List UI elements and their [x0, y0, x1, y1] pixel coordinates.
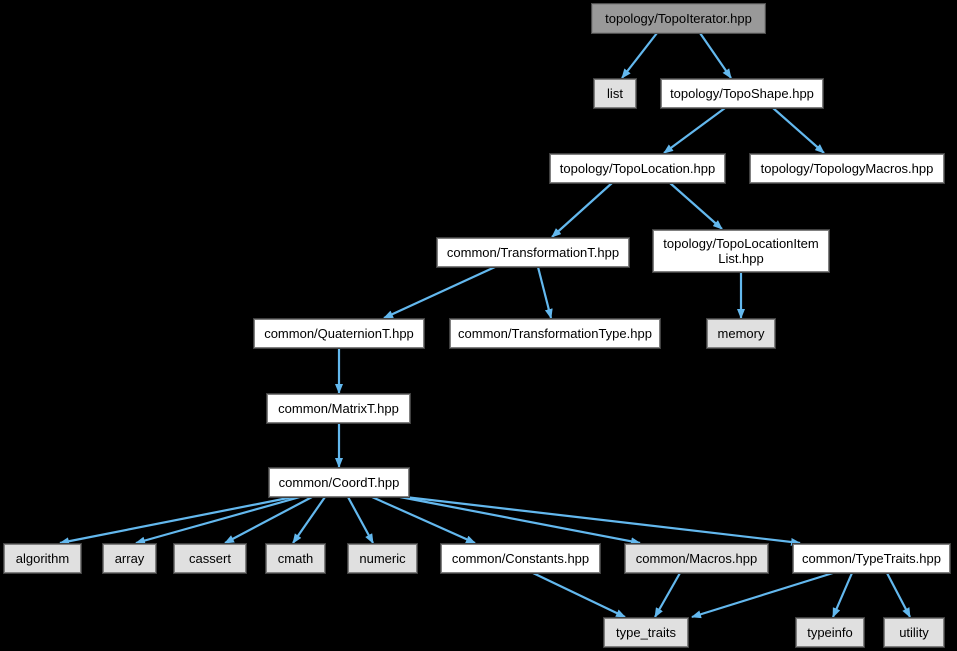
graph-node-label: common/TypeTraits.hpp [802, 551, 941, 566]
graph-node-macros[interactable]: common/Macros.hpp [624, 543, 769, 574]
graph-node-quaterniont[interactable]: common/QuaternionT.hpp [253, 318, 425, 349]
graph-node-topolocationitemlist[interactable]: topology/TopoLocationItem List.hpp [652, 229, 830, 273]
edge-coordt-to-algorithm [59, 495, 294, 546]
graph-node-label: common/CoordT.hpp [278, 475, 400, 490]
edge-typetraits-to-type_traits [691, 571, 834, 619]
edge-transformationt-to-transformationtype [536, 266, 553, 319]
graph-node-coordt[interactable]: common/CoordT.hpp [268, 467, 410, 498]
graph-node-label: common/TransformationT.hpp [446, 245, 620, 260]
graph-node-constants[interactable]: common/Constants.hpp [440, 543, 601, 574]
graph-node-label: numeric [359, 551, 406, 566]
graph-node-label: algorithm [15, 551, 70, 566]
graph-node-label: utility [899, 625, 929, 640]
graph-node-label: typeinfo [807, 625, 853, 640]
edge-topoiterator-to-toposhape [699, 32, 732, 79]
graph-node-memory[interactable]: memory [706, 318, 776, 349]
edge-coordt-to-numeric [347, 496, 374, 544]
graph-node-label: common/Macros.hpp [635, 551, 758, 566]
graph-node-label: topology/TopoLocation.hpp [559, 161, 716, 176]
graph-node-label: cassert [189, 551, 231, 566]
graph-node-label: topology/TopoIterator.hpp [605, 11, 752, 26]
graph-node-label: topology/TopologyMacros.hpp [760, 161, 934, 176]
graph-node-label: list [607, 86, 623, 101]
edge-coordt-to-cassert [224, 496, 313, 544]
edge-coordt-to-array [135, 495, 301, 545]
graph-node-topologymacros[interactable]: topology/TopologyMacros.hpp [749, 153, 945, 184]
edge-constants-to-type_traits [532, 572, 626, 618]
graph-node-array[interactable]: array [102, 543, 157, 574]
edge-topolocation-to-transformationt [551, 182, 613, 238]
graph-node-cassert[interactable]: cassert [173, 543, 247, 574]
graph-node-transformationt[interactable]: common/TransformationT.hpp [436, 237, 630, 268]
edge-coordt-to-macros [399, 495, 641, 546]
graph-node-typetraits[interactable]: common/TypeTraits.hpp [792, 543, 951, 574]
graph-node-typeinfo[interactable]: typeinfo [795, 617, 865, 648]
graph-node-label: array [114, 551, 145, 566]
edge-macros-to-type_traits [654, 572, 681, 618]
graph-node-label: memory [717, 326, 765, 341]
graph-node-transformationtype[interactable]: common/TransformationType.hpp [449, 318, 661, 349]
graph-node-label: topology/TopoLocationItem List.hpp [663, 236, 819, 266]
graph-node-algorithm[interactable]: algorithm [3, 543, 82, 574]
graph-node-type_traits[interactable]: type_traits [603, 617, 689, 648]
graph-node-label: common/Constants.hpp [451, 551, 590, 566]
graph-node-label: topology/TopoShape.hpp [670, 86, 814, 101]
edge-transformationt-to-quaterniont [383, 266, 496, 319]
graph-node-label: type_traits [616, 625, 676, 640]
edge-coordt-to-typetraits [404, 495, 801, 546]
edge-toposhape-to-topolocation [663, 107, 726, 154]
edge-coordt-to-constants [371, 495, 476, 545]
graph-node-matrixt[interactable]: common/MatrixT.hpp [266, 393, 411, 424]
edge-typetraits-to-utility [886, 572, 911, 618]
graph-node-label: cmath [277, 551, 314, 566]
edge-topolocation-to-topolocationitemlist [669, 182, 723, 230]
graph-node-cmath[interactable]: cmath [265, 543, 326, 574]
edge-coordt-to-cmath [292, 496, 326, 544]
edge-typetraits-to-typeinfo [831, 572, 854, 618]
graph-node-toposhape[interactable]: topology/TopoShape.hpp [660, 78, 824, 109]
graph-node-topolocation[interactable]: topology/TopoLocation.hpp [549, 153, 726, 184]
graph-node-topoiterator[interactable]: topology/TopoIterator.hpp [591, 3, 766, 34]
edge-toposhape-to-topologymacros [772, 107, 825, 154]
edge-topoiterator-to-list [621, 32, 658, 79]
graph-node-label: common/QuaternionT.hpp [264, 326, 414, 341]
graph-node-utility[interactable]: utility [883, 617, 945, 648]
graph-node-label: common/MatrixT.hpp [278, 401, 399, 416]
graph-node-label: common/TransformationType.hpp [458, 326, 652, 341]
graph-node-list[interactable]: list [593, 78, 637, 109]
graph-node-numeric[interactable]: numeric [347, 543, 418, 574]
